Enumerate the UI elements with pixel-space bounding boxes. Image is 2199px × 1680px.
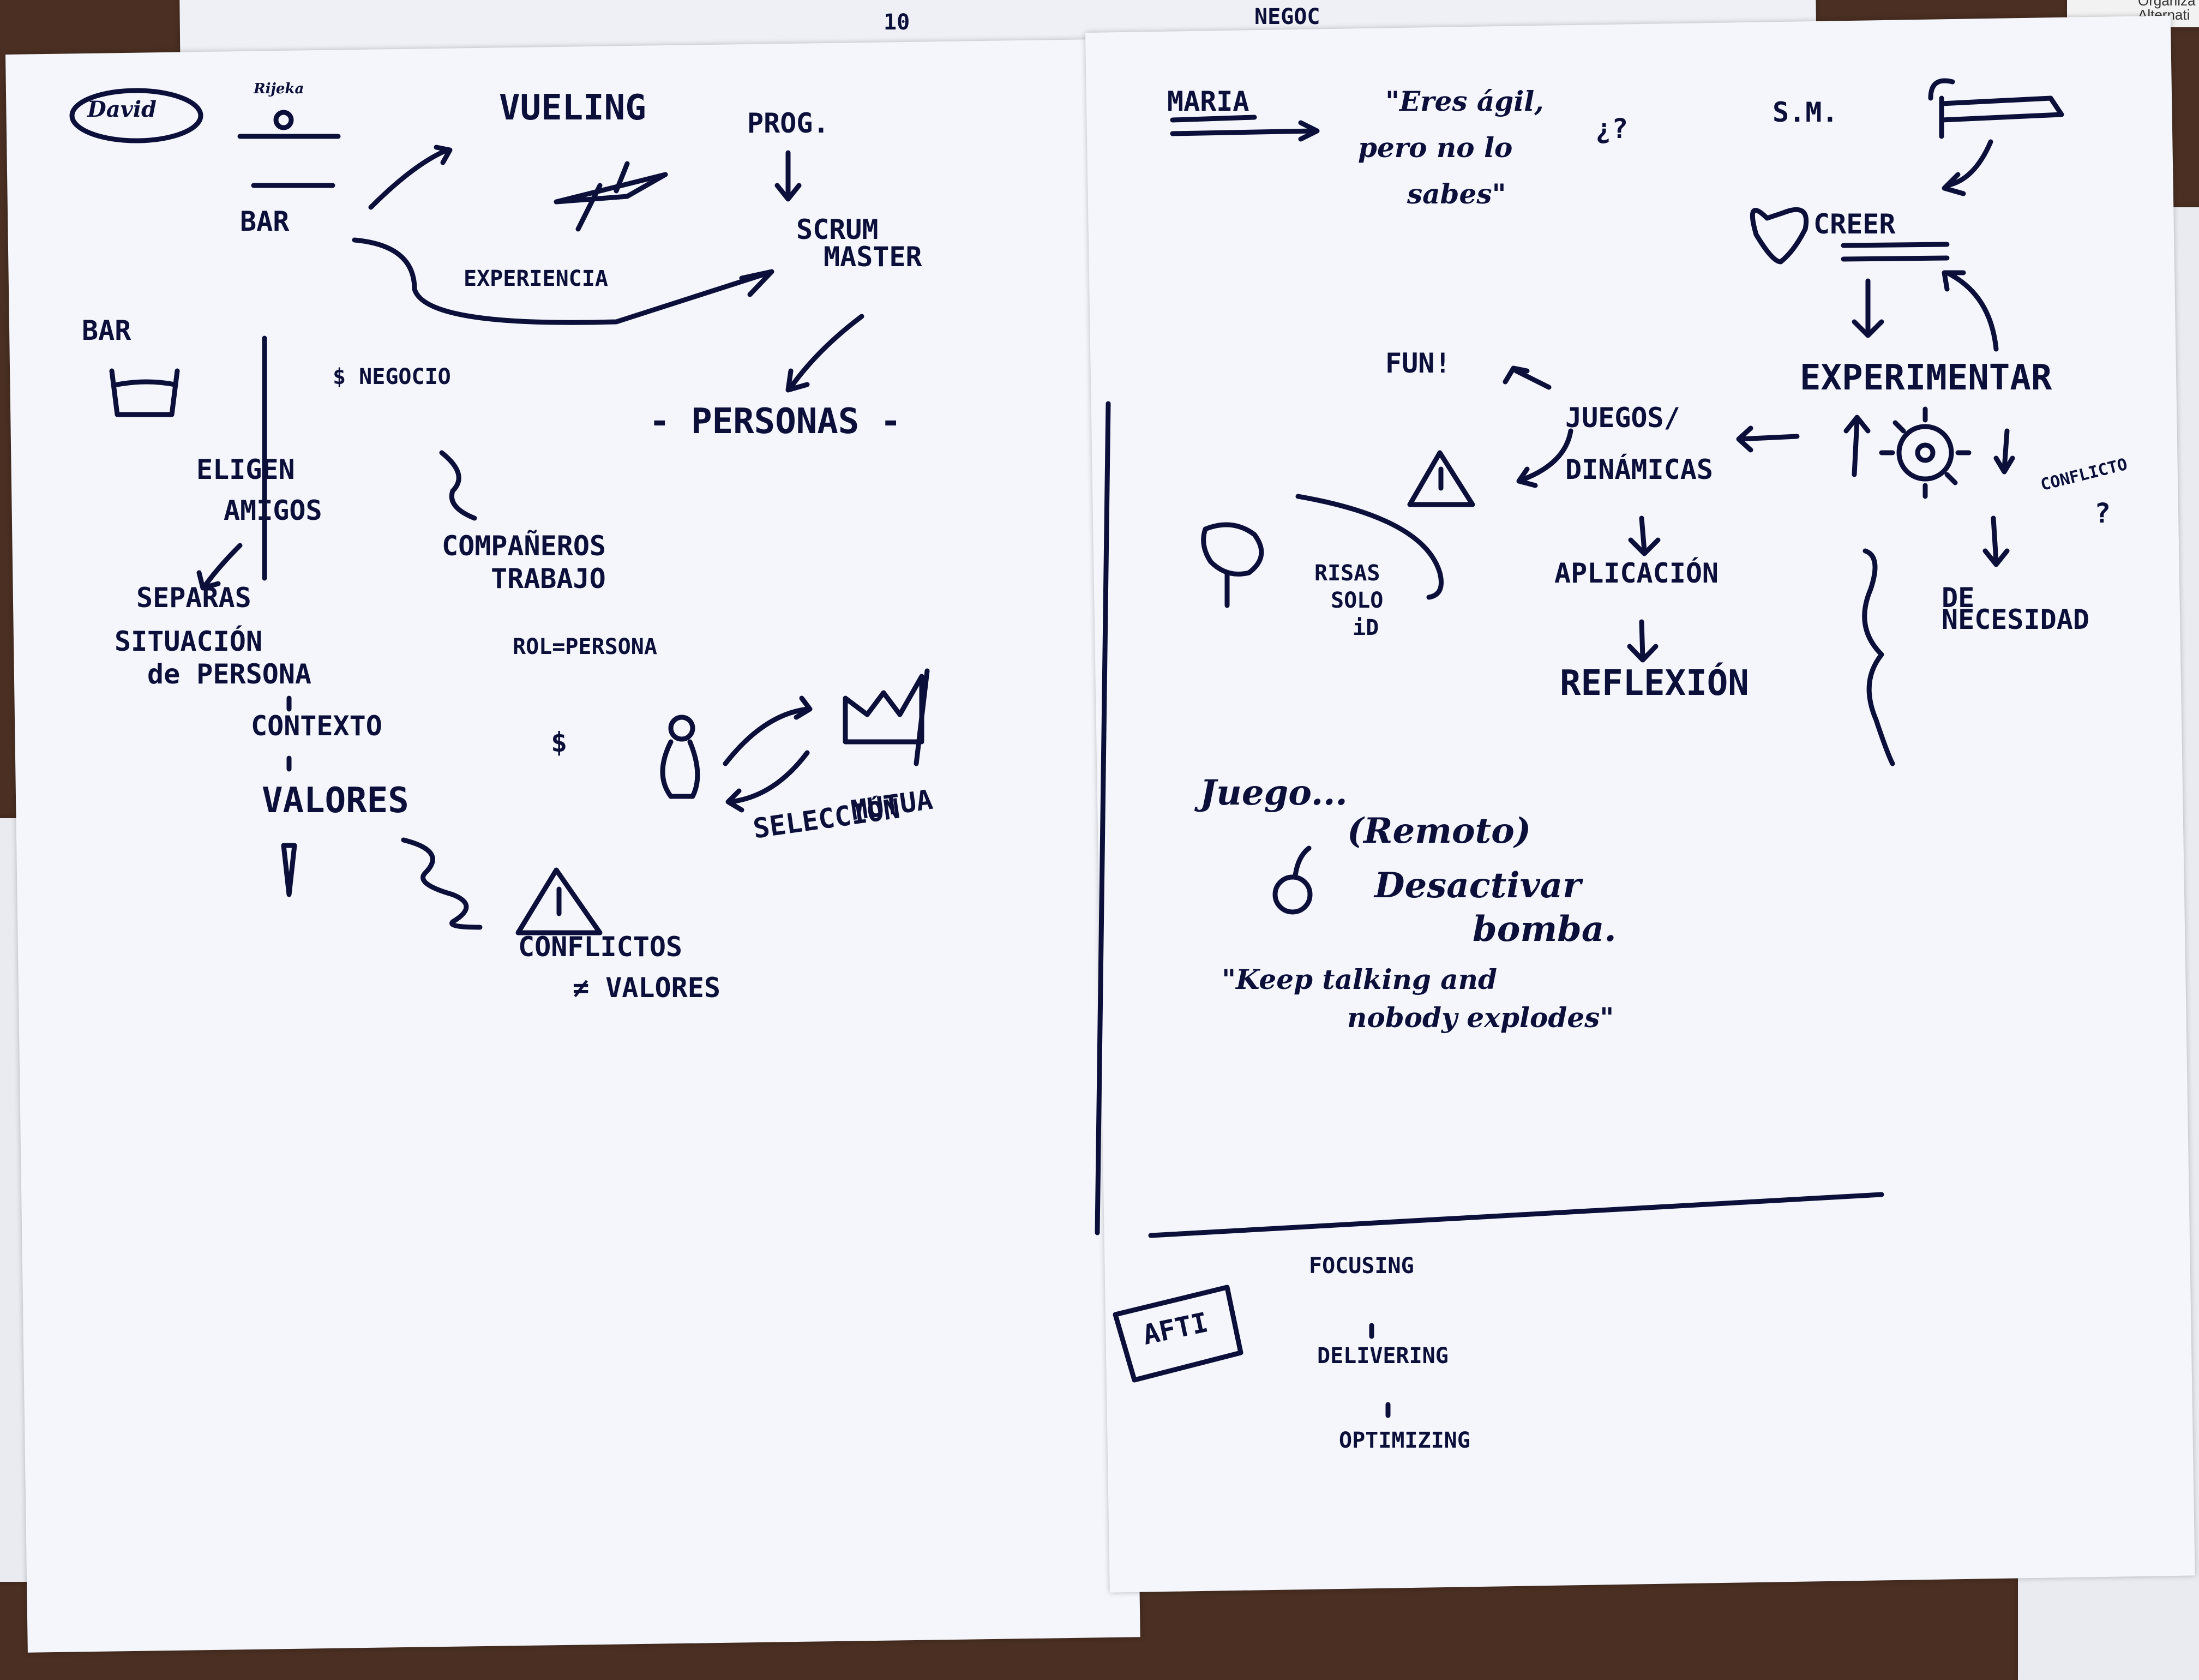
juegos-label: JUEGOS/ — [1565, 402, 1680, 434]
optimizing-label: OPTIMIZING — [1339, 1428, 1470, 1453]
aplicacion-label: APLICACIÓN — [1554, 557, 1719, 589]
bar-label-glass: BAR — [82, 315, 131, 346]
quote-line-2: pero no lo — [1358, 131, 1513, 164]
desactivar-label: Desactivar — [1374, 865, 1581, 906]
valores-neq-label: ≠ VALORES — [573, 972, 720, 1004]
valores-label: VALORES — [262, 781, 409, 821]
amigos-label: AMIGOS — [224, 495, 322, 526]
personas-label: - PERSONAS - — [649, 401, 902, 442]
master-label: MASTER — [824, 241, 922, 273]
rol-persona-label: ROL=PERSONA — [513, 634, 657, 659]
prog-label: PROG. — [747, 107, 830, 139]
quote-line-3: sabes" — [1407, 178, 1506, 210]
trabajo-label: TRABAJO — [491, 563, 606, 595]
negocio-label: $ NEGOCIO — [333, 364, 451, 389]
sm-label: S.M. — [1773, 97, 1838, 128]
necesidad-label: NECESIDAD — [1942, 604, 2089, 635]
de-label: DE — [1942, 582, 1975, 614]
conflicto-question: ? — [2094, 497, 2111, 529]
keep-talking-line-1: "Keep talking and — [1222, 963, 1497, 995]
situacion-label: SITUACIÓN — [115, 626, 262, 657]
id-label: iD — [1353, 615, 1379, 640]
risas-label: RISAS — [1314, 561, 1380, 586]
experiencia-label: EXPERIENCIA — [464, 266, 608, 291]
solo-label: SOLO — [1331, 588, 1384, 613]
question-mark: ¿? — [1595, 113, 1629, 145]
bg-fragment-10: 10 — [884, 10, 910, 35]
conflictos-label: CONFLICTOS — [518, 931, 683, 963]
vueling-title: VUELING — [499, 88, 646, 128]
reflexion-label: REFLEXIÓN — [1560, 663, 1749, 704]
maria-label: MARIA — [1167, 86, 1249, 117]
de-persona-label: de PERSONA — [147, 658, 312, 690]
experimentar-label: EXPERIMENTAR — [1800, 358, 2052, 398]
dinamicas-label: DINÁMICAS — [1565, 454, 1713, 485]
contexto-label: CONTEXTO — [251, 710, 382, 742]
creer-label: CREER — [1813, 208, 1896, 240]
bg-fragment-negoc: NEGOC — [1254, 4, 1320, 29]
name-badge-david: David — [87, 97, 157, 122]
delivering-label: DELIVERING — [1317, 1343, 1449, 1369]
bg-text-organiza: Organiza — [2138, 0, 2196, 9]
juego-label: Juego... — [1200, 772, 1348, 813]
remoto-label: (Remoto) — [1347, 811, 1531, 851]
fun-label: FUN! — [1385, 347, 1451, 379]
keep-talking-line-2: nobody explodes" — [1347, 1001, 1614, 1034]
scrum-label: SCRUM — [796, 214, 879, 245]
eligen-label: ELIGEN — [196, 454, 295, 485]
dollar-sign: $ — [551, 727, 568, 758]
separas-label: SEPARAS — [136, 582, 251, 614]
bar-label-top: BAR — [240, 206, 290, 237]
quote-line-1: "Eres ágil, — [1385, 85, 1544, 117]
companeros-label: COMPAÑEROS — [442, 530, 606, 562]
focusing-label: FOCUSING — [1309, 1253, 1414, 1279]
mini-label-rijeka: Rijeka — [254, 81, 304, 97]
bomba-label: bomba. — [1473, 909, 1617, 950]
